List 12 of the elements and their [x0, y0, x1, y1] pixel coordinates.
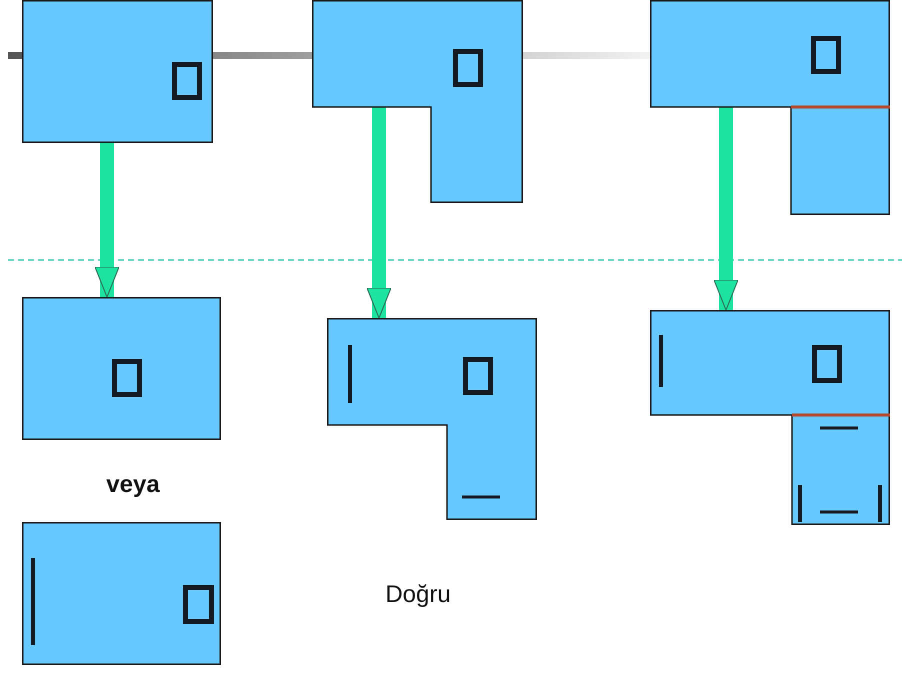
floor-plan-drawing — [22, 0, 213, 143]
arrow — [94, 143, 120, 298]
caption-text: veya — [106, 471, 160, 499]
floor-plan-drawing — [22, 297, 221, 440]
floor-plan-drawing — [650, 0, 890, 215]
caption-text: Doğru — [385, 581, 451, 609]
arrow — [714, 107, 738, 310]
floor-plan-drawing — [650, 310, 890, 525]
floor-plan-drawing — [312, 0, 523, 203]
floor-plan-drawing — [327, 318, 537, 520]
arrow — [366, 107, 392, 318]
floor-plan-drawing — [22, 522, 221, 665]
